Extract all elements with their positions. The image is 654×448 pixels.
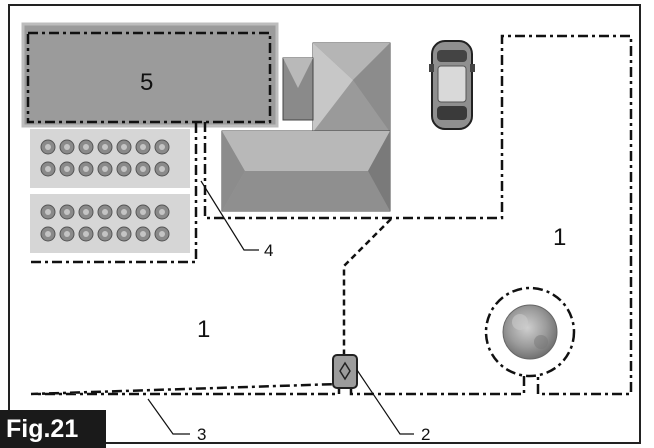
label-boundary-wire: 3 [197, 425, 206, 444]
flower-bed-bottom [30, 194, 190, 253]
figure-tag: Fig.21 [0, 410, 106, 448]
plant-center [45, 166, 51, 172]
excluded-area-wire [26, 31, 272, 124]
plant-center [102, 231, 108, 237]
figure-frame [8, 4, 641, 444]
boundary-wire [30, 34, 633, 396]
plant-center [64, 166, 70, 172]
label-area-left: 1 [197, 316, 210, 343]
plant-center [121, 209, 127, 215]
plant-center [102, 166, 108, 172]
plant-center [45, 144, 51, 150]
label-charging-station: 2 [421, 425, 430, 444]
plant-center [159, 144, 165, 150]
car [429, 40, 475, 130]
house [221, 42, 391, 212]
flower-bed-top [30, 129, 190, 188]
plant-center [102, 209, 108, 215]
plant-center [121, 144, 127, 150]
plant-center [140, 166, 146, 172]
plant-center [64, 144, 70, 150]
plant-center [140, 209, 146, 215]
plant-center [45, 231, 51, 237]
plant-center [64, 209, 70, 215]
plant-center [121, 166, 127, 172]
leader-lines [147, 180, 414, 435]
plant-center [102, 144, 108, 150]
plant-center [83, 166, 89, 172]
label-area-right: 1 [553, 224, 566, 251]
charging-station [332, 354, 358, 389]
plant-center [83, 144, 89, 150]
label-guide-wire: 4 [264, 241, 273, 260]
plant-center [83, 231, 89, 237]
plant-center [159, 231, 165, 237]
plant-center [140, 231, 146, 237]
bush-wire-loop [484, 286, 576, 378]
plant-center [83, 209, 89, 215]
plant-center [159, 209, 165, 215]
excluded-area [21, 22, 279, 128]
plant-center [64, 231, 70, 237]
plant-center [121, 231, 127, 237]
guide-wire [342, 218, 392, 358]
plant-center [140, 144, 146, 150]
plant-center [45, 209, 51, 215]
plant-center [159, 166, 165, 172]
bush [502, 304, 558, 360]
label-excluded-area: 5 [140, 69, 153, 96]
